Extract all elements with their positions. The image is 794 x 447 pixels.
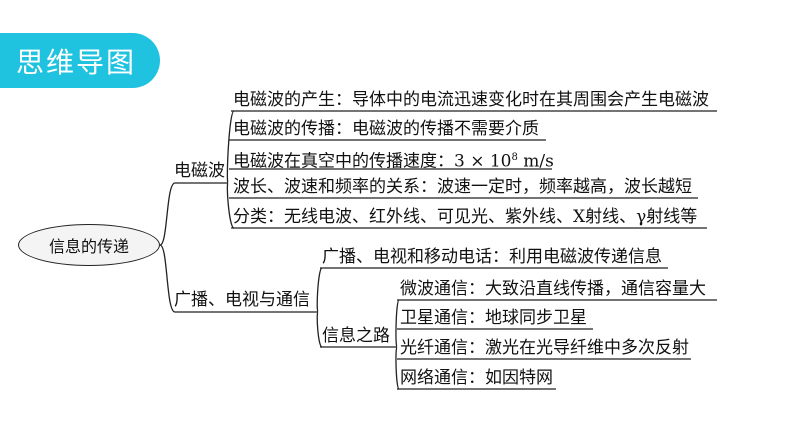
sub-item-satellite: 卫星通信：地球同步卫星	[400, 308, 587, 328]
connector-b1-mid	[229, 139, 231, 199]
b1-item-generation: 电磁波的产生：导体中的电流迅速变化时在其周围会产生电磁波	[233, 90, 709, 110]
speed-exponent: 8	[511, 152, 518, 163]
sub-item-microwave: 微波通信：大致沿直线传播，通信容量大	[400, 279, 706, 299]
b1-item-classification: 分类：无线电波、红外线、可见光、紫外线、X射线、γ射线等	[233, 207, 698, 227]
connector-root-branch1	[159, 182, 228, 246]
root-node: 信息的传递	[18, 224, 160, 266]
speed-mantissa: 3 × 10	[454, 151, 512, 172]
connector-branch1-group	[226, 110, 235, 229]
connector-sub-group	[395, 299, 400, 390]
sub-item-fiber: 光纤通信：激光在光导纤维中多次反射	[400, 338, 689, 358]
b1-item-relation: 波长、波速和频率的关系：波速一定时，频率越高，波长越短	[233, 177, 692, 197]
branch-electromagnetic-label: 电磁波	[174, 161, 225, 181]
header-title: 思维导图	[16, 46, 137, 79]
connector-branch2-group	[316, 267, 323, 348]
b1-item-speed-label: 电磁波在真空中的传播速度：	[233, 151, 454, 172]
b1-item-speed: 电磁波在真空中的传播速度：3 × 108 m/s	[233, 148, 554, 172]
b2-item-broadcast: 广播、电视和移动电话：利用电磁波传递信息	[322, 247, 662, 267]
speed-unit: m/s	[517, 151, 554, 172]
connector-root-branch2	[159, 244, 318, 313]
branch-broadcast-label: 广播、电视与通信	[174, 290, 310, 310]
b2-sub-label: 信息之路	[322, 326, 390, 346]
sub-item-network: 网络通信：如因特网	[400, 368, 553, 388]
section-header: 思维导图	[0, 33, 160, 88]
b1-item-propagation: 电磁波的传播：电磁波的传播不需要介质	[233, 119, 539, 139]
root-label: 信息的传递	[48, 237, 129, 256]
